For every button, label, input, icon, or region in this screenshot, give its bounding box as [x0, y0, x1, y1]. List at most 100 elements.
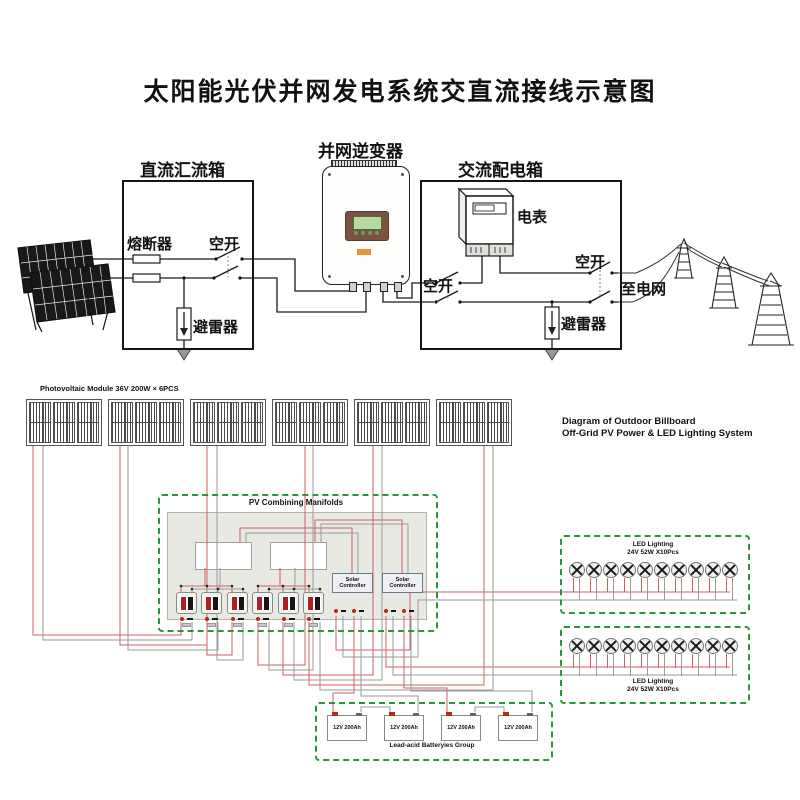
led-lamp — [602, 561, 619, 600]
lamp-lead-negative — [647, 578, 648, 600]
inverter-body — [322, 166, 410, 285]
lamp-lead-negative — [596, 654, 597, 676]
inverter-terminal — [363, 282, 371, 292]
lamp-lead-positive — [709, 654, 710, 668]
led-lamp — [568, 561, 585, 600]
pv-module-group — [26, 399, 102, 446]
led-label-line2: 24V 52W X10Pcs — [627, 549, 679, 556]
controller-terminal — [341, 610, 346, 612]
fuse-label: 熔断器 — [127, 236, 173, 253]
lamp-lead-negative — [698, 578, 699, 600]
controller-terminal — [409, 610, 414, 612]
pv-panel — [53, 402, 75, 443]
breaker-red-bar — [181, 597, 186, 610]
dc-wiring — [92, 246, 367, 361]
pv-panel — [439, 402, 461, 443]
lamp-icon — [637, 562, 653, 578]
pv-module-group — [354, 399, 430, 446]
breaker-negative-terminal — [238, 618, 244, 620]
lamp-lead-positive — [573, 578, 574, 592]
transmission-towers — [618, 237, 794, 346]
pv-panel — [217, 402, 239, 443]
lamp-icon — [569, 638, 585, 654]
lamp-lead-negative — [715, 654, 716, 676]
lamp-row — [562, 561, 748, 600]
pv-panel — [135, 402, 157, 443]
lamp-icon — [620, 562, 636, 578]
lamp-lead-positive — [590, 578, 591, 592]
breaker-positive-terminal — [307, 617, 311, 621]
system-heading-line2: Off-Grid PV Power & LED Lighting System — [562, 428, 753, 439]
breaker-positive-terminal — [282, 617, 286, 621]
lamp-lead-positive — [658, 578, 659, 592]
string-breaker — [252, 590, 273, 628]
ac-wiring — [382, 187, 618, 361]
lamp-lead-negative — [647, 654, 648, 676]
lamp-icon — [637, 638, 653, 654]
led-lamp — [619, 561, 636, 600]
pv-module-group — [190, 399, 266, 446]
string-breaker — [227, 590, 248, 628]
led-lamp — [670, 637, 687, 676]
pv-combining-manifolds-box — [158, 494, 438, 632]
pv-panel — [77, 402, 99, 443]
lamp-icon — [705, 562, 721, 578]
led-lamp — [687, 561, 704, 600]
solar-controller-2: Solar Controller — [382, 573, 423, 617]
breaker-body — [252, 592, 273, 614]
lamp-icon — [688, 638, 704, 654]
lamp-lead-negative — [664, 578, 665, 600]
controller-terminal — [334, 609, 338, 613]
led-lamp — [687, 637, 704, 676]
to-grid-label: 至电网 — [621, 281, 667, 298]
dc-busbar-1 — [195, 542, 252, 570]
lamp-lead-negative — [664, 654, 665, 676]
lamp-icon — [586, 562, 602, 578]
breaker-negative-terminal — [289, 618, 295, 620]
inverter-terminal — [349, 282, 357, 292]
solar-controller-1: Solar Controller — [332, 573, 373, 617]
lamp-lead-negative — [630, 654, 631, 676]
led-lamp — [704, 561, 721, 600]
lamp-lead-positive — [709, 578, 710, 592]
breaker-body — [227, 592, 248, 614]
pv-module-group — [436, 399, 512, 446]
battery: 12V 200Ah — [327, 712, 367, 741]
battery-label: 12V 200Ah — [333, 725, 361, 731]
battery-group-label: Lead-acid Batteryies Group — [389, 742, 475, 749]
dc-busbar-2 — [270, 542, 327, 570]
lamp-lead-negative — [698, 654, 699, 676]
breaker-black-bar — [264, 597, 269, 610]
lamp-lead-negative — [715, 578, 716, 600]
breaker-red-bar — [308, 597, 313, 610]
breaker-positive-terminal — [180, 617, 184, 621]
led-lamp — [602, 637, 619, 676]
dc-breaker-label: 空开 — [209, 236, 240, 253]
pv-panel — [275, 402, 297, 443]
lamp-icon — [722, 638, 738, 654]
pv-panel — [159, 402, 181, 443]
breaker-positive-terminal — [205, 617, 209, 621]
led-lighting-box-1: LED Lighting 24V 52W X10Pcs — [560, 535, 750, 614]
lamp-lead-negative — [732, 578, 733, 600]
pv-panel — [111, 402, 133, 443]
lamp-lead-positive — [658, 654, 659, 668]
inverter-brand-tag — [357, 249, 371, 255]
lamp-icon — [722, 562, 738, 578]
breaker-red-bar — [283, 597, 288, 610]
led-lamp — [721, 637, 738, 676]
battery-positive-terminal — [446, 712, 452, 716]
lamp-lead-positive — [726, 654, 727, 668]
lamp-icon — [671, 638, 687, 654]
breaker-body — [303, 592, 324, 614]
battery-positive-terminal — [332, 712, 338, 716]
breaker-body — [176, 592, 197, 614]
battery-negative-terminal — [356, 713, 362, 716]
lamp-icon — [586, 638, 602, 654]
pv-panel — [193, 402, 215, 443]
page-title: 太阳能光伏并网发电系统交直流接线示意图 — [143, 78, 657, 106]
led-lighting-box-2: LED Lighting 24V 52W X10Pcs — [560, 626, 750, 704]
breaker-positive-terminal — [231, 617, 235, 621]
